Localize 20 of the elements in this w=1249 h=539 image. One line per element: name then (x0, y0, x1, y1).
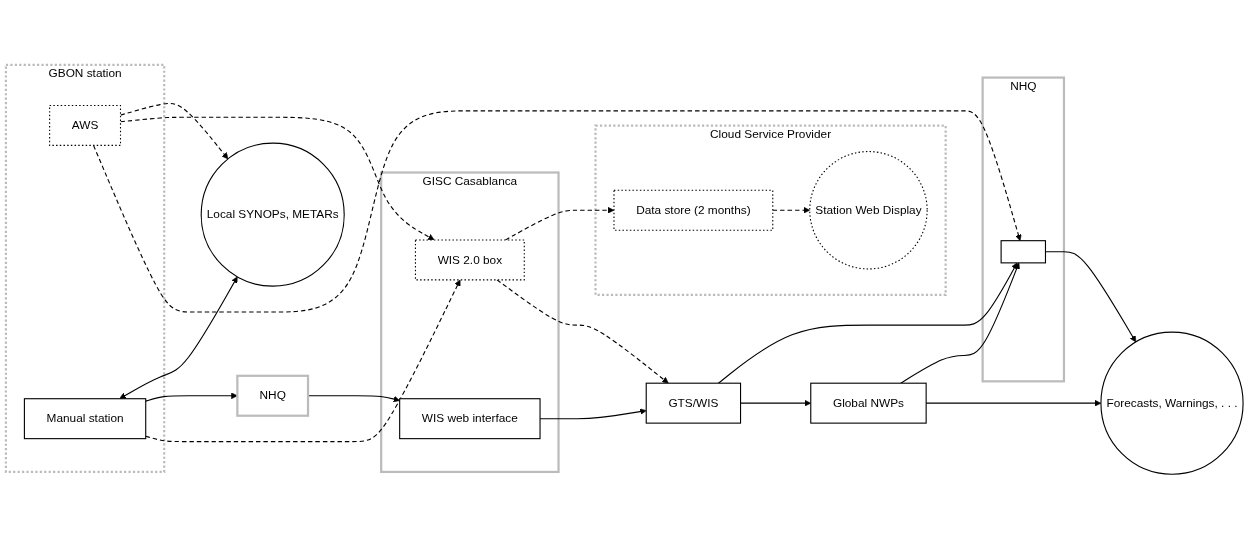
arrow (92, 110, 1022, 313)
node-circle: Forecasts, Warnings, . . . (1100, 331, 1244, 475)
node-box: NHQ (236, 374, 310, 417)
node-circle: Local SYNOPs, METARs (200, 142, 345, 287)
node-box: WIS web interface (399, 398, 541, 440)
arrow (496, 279, 669, 384)
node-box: Manual station (23, 398, 147, 440)
node-box: Data store (2 months) (613, 189, 774, 231)
arrow (145, 392, 238, 402)
node-box: Global NWPs (810, 382, 927, 424)
arrow (717, 262, 1018, 384)
arrow (145, 279, 461, 443)
cluster: NHQ (981, 76, 1066, 383)
arrow (900, 262, 1020, 384)
node-box: AWS (49, 104, 122, 146)
arrow (119, 276, 238, 399)
node-box: WIS 2.0 box (414, 239, 525, 281)
node-box (1000, 240, 1047, 264)
node-box: GTS/WIS (645, 382, 742, 424)
node-circle: Station Web Display (809, 150, 928, 270)
